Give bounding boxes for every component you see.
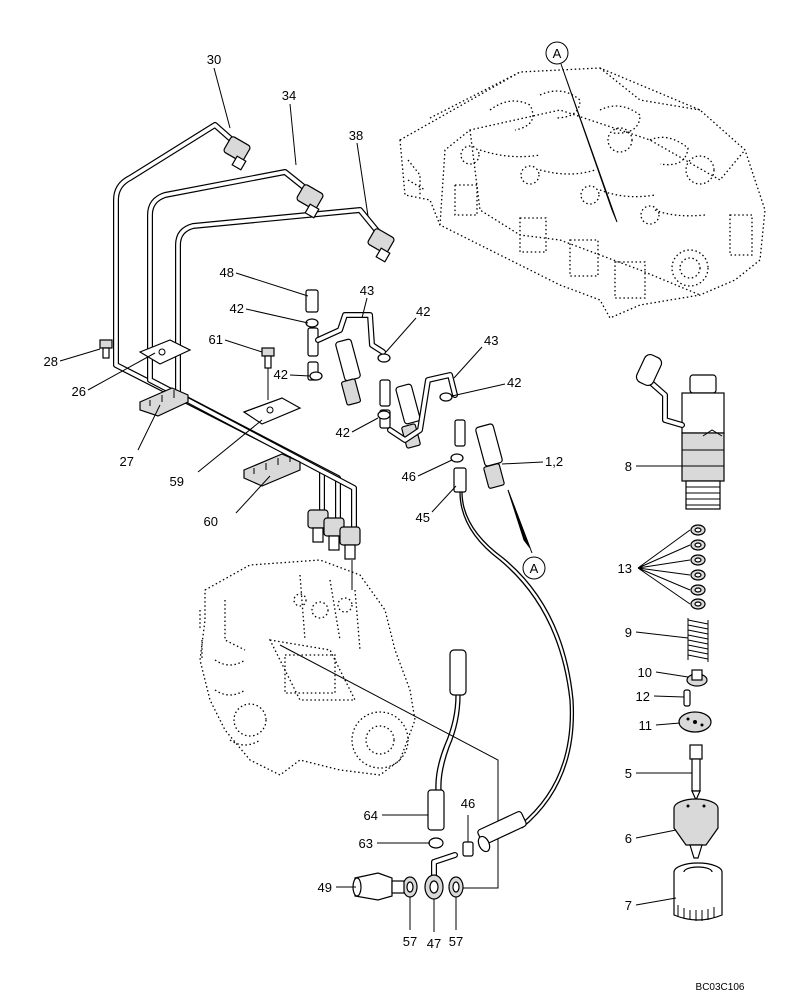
callout-43-upper: 43 [360,283,374,298]
callout-42-e: 42 [336,425,350,440]
pipe-nut-30 [223,136,251,171]
washer-57-left [402,876,418,898]
callout-47: 47 [427,936,441,951]
injection-pump-outline [199,559,416,776]
pipe-clamp-26 [138,339,192,365]
view-marker-top-label: A [553,46,562,61]
bolt-61 [261,347,275,400]
return-hose-end [477,810,527,853]
injector-upper [307,327,362,406]
nozzle-6 [673,798,719,859]
retaining-nut-7 [673,862,723,921]
callout-12: 12 [636,689,650,704]
leakoff-hose-48 [305,289,319,313]
injection-pipe-38 [175,207,381,538]
callout-13: 13 [618,561,632,576]
view-marker-lower [522,556,546,580]
callout-5: 5 [625,766,632,781]
bolt-28 [99,339,113,359]
callout-7: 7 [625,898,632,913]
pipe-nut-34 [296,184,324,219]
pipe-nuts-bottom [307,509,361,590]
callout-11: 11 [639,718,653,733]
needle-valve-5 [689,744,703,802]
clamp-63 [428,837,444,849]
clamp-46-upper [450,453,464,463]
injector-body-8 [635,353,725,510]
view-marker-lower-label: A [530,561,539,576]
banjo-fitting-47 [424,852,458,900]
distance-piece-11 [678,711,712,733]
callout-45: 45 [416,510,430,525]
injector-1-2 [454,419,505,489]
injection-pipe-30 [113,122,325,521]
shims-13 [690,524,706,610]
pin-12 [683,689,691,707]
pipe-clamp-27 [139,387,189,417]
leader-lines [59,67,692,932]
pipe-nut-38 [367,228,395,263]
callout-26: 26 [72,384,86,399]
hose-upper-segment [435,649,467,791]
diagram-code: BC03C106 [696,982,745,993]
clamp-46-lower [462,841,474,857]
engine-block-outline [399,67,766,319]
callout-46-lower: 46 [461,796,475,811]
callout-46-upper: 46 [402,469,416,484]
washer-57-right [448,876,464,898]
leakoff-pipe-43a [315,312,386,355]
callout-48: 48 [220,265,234,280]
spring-9 [687,618,709,662]
view-marker-top [545,41,569,65]
callout-57-right: 57 [449,934,463,949]
callout-43-lower: 43 [484,333,498,348]
callout-30: 30 [207,52,221,67]
callout-49: 49 [318,880,332,895]
injection-pipe-34 [147,169,341,528]
callout-9: 9 [625,625,632,640]
view-arrow-top [560,63,618,223]
callout-38: 38 [349,128,363,143]
callout-28: 28 [44,354,58,369]
hose-64 [427,789,445,831]
callout-63: 63 [359,836,373,851]
callout-6: 6 [625,831,632,846]
clamp-42-set [305,318,453,420]
callout-59: 59 [170,474,184,489]
callout-64: 64 [364,808,378,823]
callout-60: 60 [204,514,218,529]
pipe-clamp-60 [243,453,301,487]
callout-27: 27 [120,454,134,469]
callout-61: 61 [209,332,223,347]
callout-42-b: 42 [416,304,430,319]
callout-57-left: 57 [403,934,417,949]
callout-10: 10 [638,665,652,680]
callout-8: 8 [625,459,632,474]
banjo-bolt-49 [352,872,405,901]
callout-labels: 30 34 38 48 43 42 42 61 28 42 43 42 26 4… [44,52,652,951]
callout-1-2: 1,2 [545,454,563,469]
pipe-clamp-59 [242,397,302,425]
spring-seat-10 [686,669,708,687]
callout-42-c: 42 [274,367,288,382]
leakoff-pipe-43b [387,372,458,443]
callout-42-d: 42 [507,375,521,390]
callout-34: 34 [282,88,296,103]
callout-42-a: 42 [230,301,244,316]
return-hose-45 [453,467,575,829]
